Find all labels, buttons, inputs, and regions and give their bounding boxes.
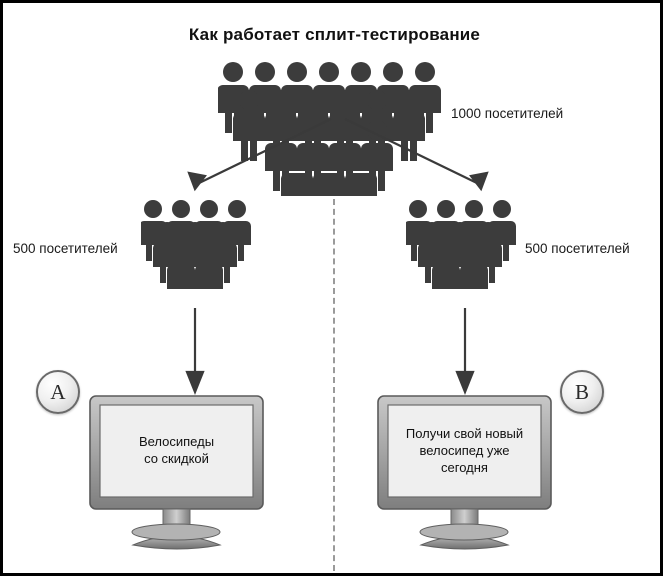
- page-title: Как работает сплит-тестирование: [188, 25, 481, 44]
- right-visitors-label: 500 посетителей: [525, 241, 630, 256]
- screen-line-a-1: Велосипеды: [138, 434, 215, 449]
- monitor-icon-right: Получи свой новый велосипед уже сегодня: [377, 395, 552, 550]
- arrow-down-icon-right: [455, 308, 475, 395]
- people-crowd-icon-right: [406, 199, 528, 289]
- monitor-icon-left: Велосипеды со скидкой: [89, 395, 264, 550]
- screen-line-b-2: велосипед уже: [419, 443, 510, 458]
- variant-b-badge: B: [560, 370, 604, 414]
- left-visitors-label: 500 посетителей: [13, 241, 118, 256]
- screen-line-a-2: со скидкой: [144, 451, 209, 466]
- total-visitors-label: 1000 посетителей: [451, 106, 564, 121]
- dashed-divider-icon: [333, 199, 335, 571]
- arrow-down-icon-left: [185, 308, 205, 395]
- variant-a-badge: A: [36, 370, 80, 414]
- screen-line-b-1: Получи свой новый: [405, 426, 524, 441]
- people-crowd-icon-left: [141, 199, 263, 289]
- arrow-down-left-icon: [187, 118, 489, 192]
- screen-line-b-3: сегодня: [441, 460, 488, 475]
